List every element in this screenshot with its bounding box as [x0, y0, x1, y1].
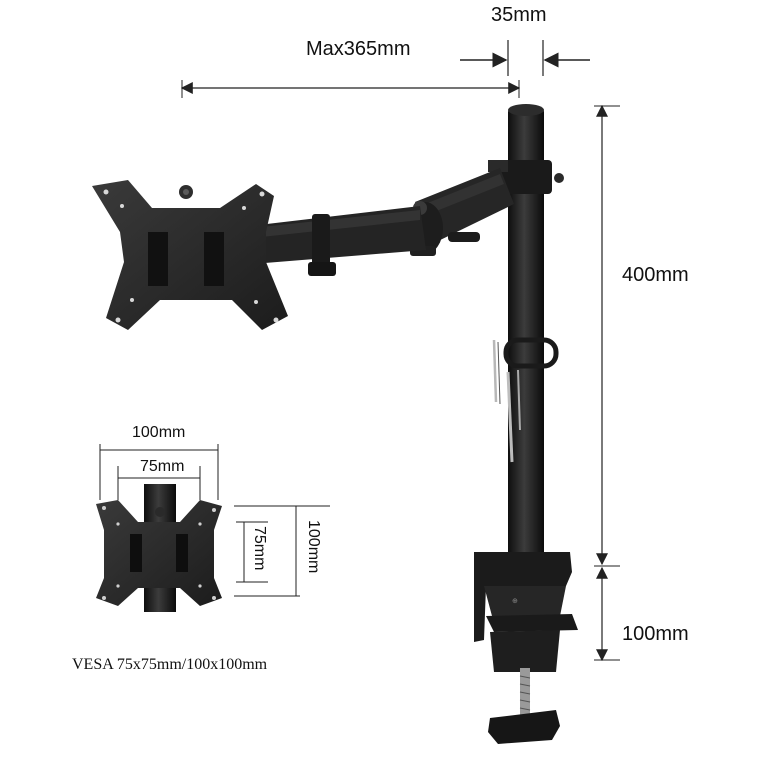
monitor-mount: ⊕: [92, 104, 578, 744]
vesa-plate-small: [96, 500, 222, 606]
vesa-plate-large: [92, 180, 288, 330]
max-reach-label: Max365mm: [306, 38, 411, 60]
vesa-outer-height-label: 100mm: [305, 520, 322, 574]
clamp-handle: [488, 710, 560, 744]
vesa-outer-width-label: 100mm: [132, 424, 186, 441]
clamp-height-dimension: [594, 565, 620, 662]
vesa-inner-width-label: 75mm: [140, 458, 185, 475]
vesa-inner-height-label: 75mm: [251, 526, 268, 571]
cable-clip: [503, 337, 559, 369]
pole-cap: [508, 104, 544, 116]
clamp-height-label: 100mm: [622, 623, 689, 645]
arm-collar: [500, 160, 552, 194]
pole-height-dimension: [594, 104, 620, 566]
max-reach-dimension: [180, 80, 521, 98]
pole-height-label: 400mm: [622, 264, 689, 286]
arm-offset-label: 35mm: [491, 4, 547, 26]
clamp-screw: [520, 668, 530, 720]
collar-knob: [554, 173, 564, 183]
vesa-caption: VESA 75x75mm/100x100mm: [72, 656, 268, 673]
desk-clamp: [474, 552, 572, 642]
arm-offset-dimension: [460, 40, 590, 76]
vesa-inset: [96, 444, 330, 612]
svg-text:⊕: ⊕: [512, 598, 518, 605]
